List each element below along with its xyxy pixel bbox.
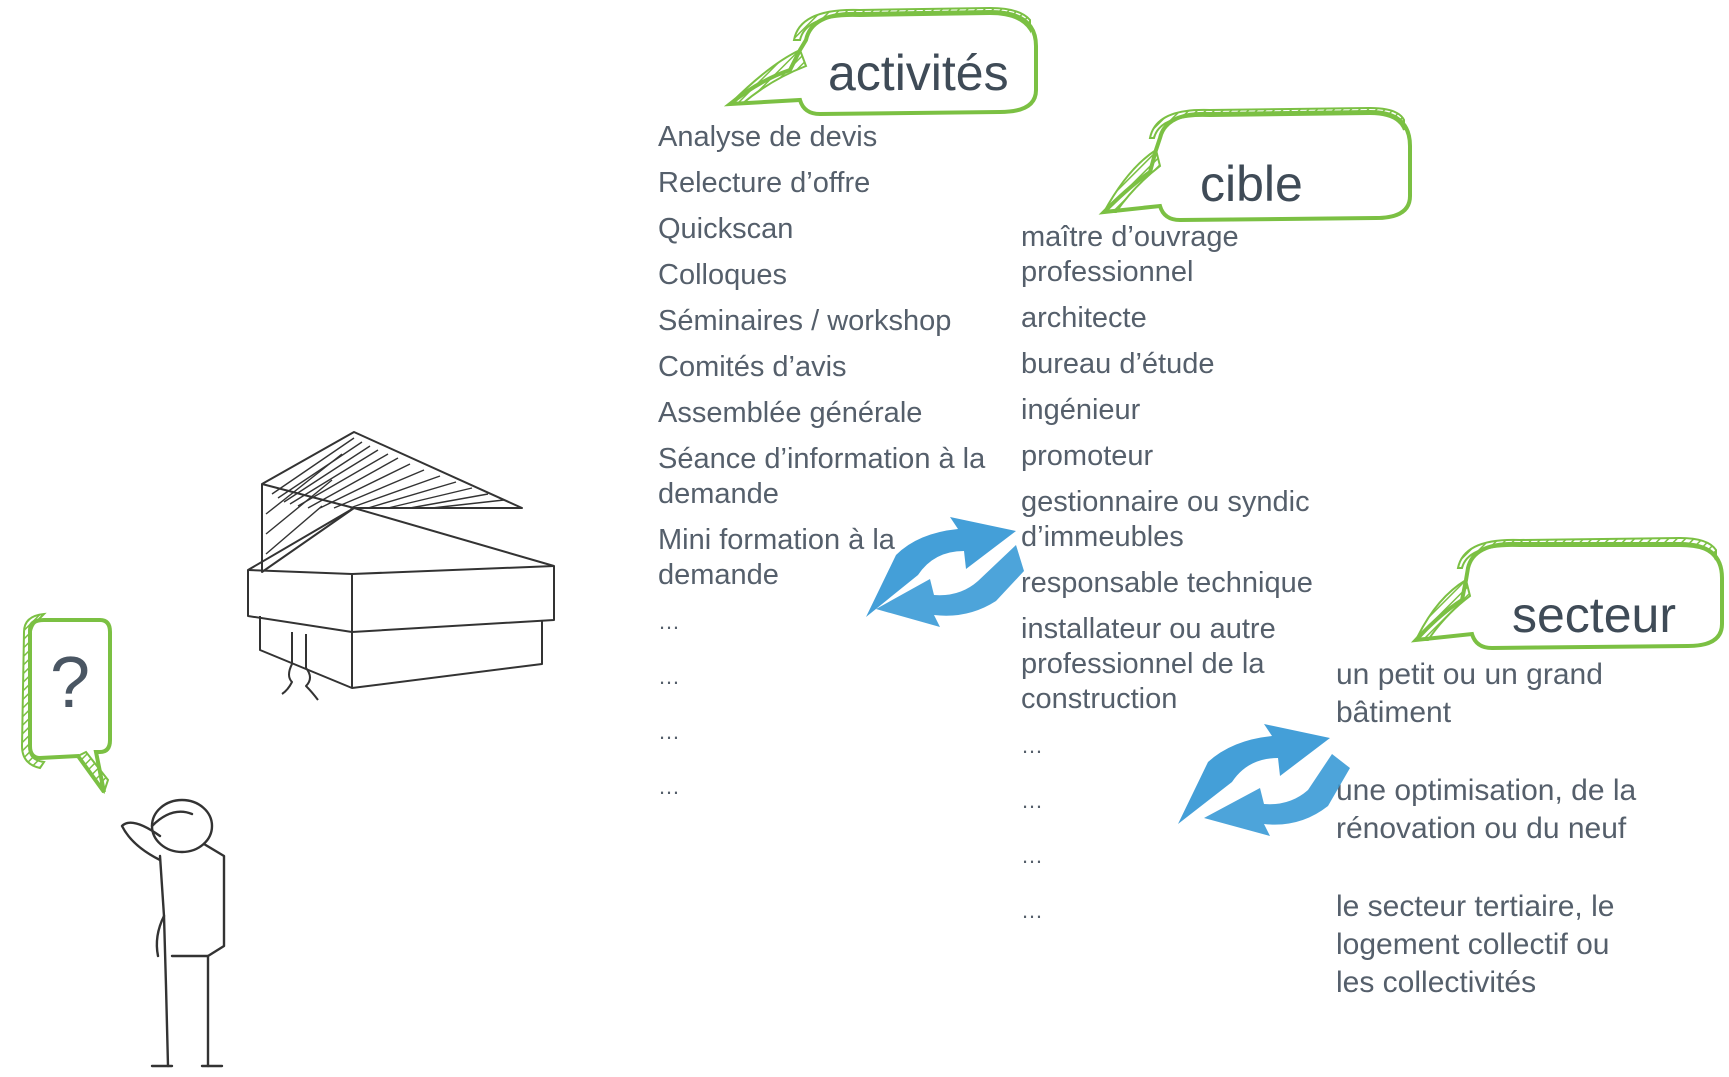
activites-item: Comités d’avis	[658, 351, 847, 383]
activites-item: Colloques	[658, 259, 787, 291]
cible-item: ingénieur	[1021, 394, 1141, 426]
cible-item: promoteur	[1021, 440, 1154, 472]
cible-ellipsis: …	[1021, 843, 1044, 868]
cible-list: maître d’ouvrage professionnel architect…	[1021, 220, 1341, 948]
cible-item: gestionnaire ou syndic d’immeubles	[1021, 486, 1310, 553]
cible-item: installateur ou autre professionnel de l…	[1021, 613, 1276, 715]
recycle-arrows-icon	[1178, 724, 1350, 836]
cible-item: architecte	[1021, 302, 1147, 334]
activites-list: Analyse de devis Relecture d’offre Quick…	[658, 120, 1018, 824]
building-sketch-icon	[247, 431, 555, 701]
activites-ellipsis: …	[658, 609, 681, 634]
secteur-heading: secteur	[1512, 587, 1676, 643]
cible-ellipsis: …	[1021, 788, 1044, 813]
secteur-list: un petit ou un grand bâtiment une optimi…	[1336, 656, 1676, 1042]
secteur-item: une optimisation, de la rénovation ou du…	[1336, 774, 1637, 845]
thinking-person-sketch-icon	[120, 798, 226, 1068]
cible-ellipsis: …	[1021, 733, 1044, 758]
activites-item: Analyse de devis	[658, 121, 878, 153]
activites-ellipsis: …	[658, 719, 681, 744]
cible-item: maître d’ouvrage professionnel	[1021, 221, 1239, 288]
cible-ellipsis: …	[1021, 898, 1044, 923]
activites-ellipsis: …	[658, 774, 681, 799]
cible-heading: cible	[1200, 156, 1303, 212]
question-mark: ?	[50, 643, 91, 723]
secteur-item: le secteur tertiaire, le logement collec…	[1336, 890, 1615, 999]
activites-item: Quickscan	[658, 213, 794, 245]
activites-item: Assemblée générale	[658, 397, 923, 429]
cible-item: bureau d’étude	[1021, 348, 1215, 380]
activites-item: Mini formation à la demande	[658, 524, 895, 591]
secteur-item: un petit ou un grand bâtiment	[1336, 658, 1603, 729]
activites-item: Séminaires / workshop	[658, 305, 952, 337]
cible-item: responsable technique	[1021, 567, 1313, 599]
activites-item: Relecture d’offre	[658, 167, 871, 199]
activites-ellipsis: …	[658, 664, 681, 689]
activites-heading: activités	[828, 45, 1009, 101]
recycle-arrows-icon	[866, 517, 1024, 627]
activites-item: Séance d’information à la demande	[658, 443, 986, 510]
